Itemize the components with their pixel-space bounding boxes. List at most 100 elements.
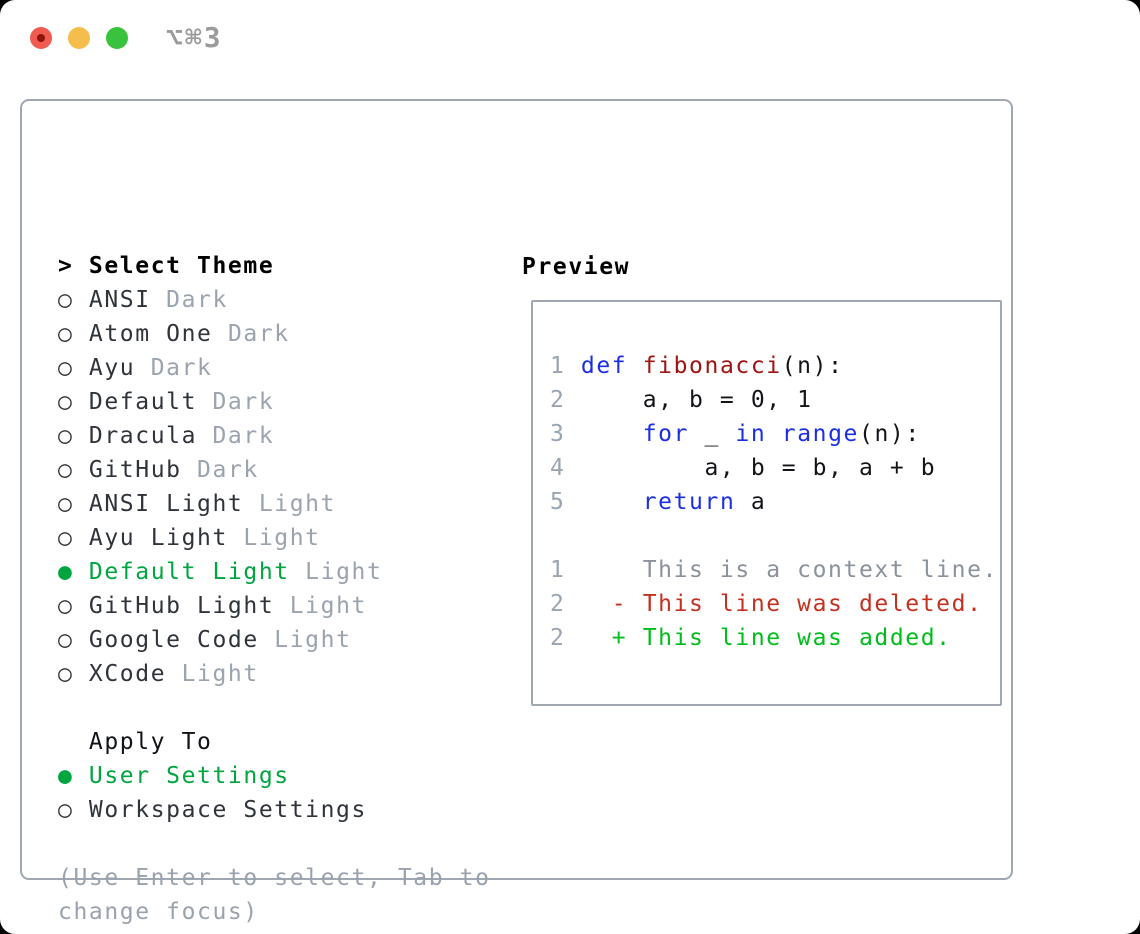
code-segment [565,353,580,379]
radio-icon: ○ [58,457,89,483]
code-segment [565,421,642,447]
radio-icon: ○ [58,321,89,347]
theme-variant: Dark [212,389,275,415]
code-line: 5 return a [550,485,1000,519]
code-segment: fibonacci [642,353,782,379]
code-line: 2 a, b = 0, 1 [550,383,1000,417]
code-segment [565,591,611,617]
theme-variant: Dark [166,287,228,313]
code-segment: - This line was deleted. [611,591,983,617]
code-segment [627,353,642,379]
line-number: 1 [550,557,566,583]
radio-icon: ○ [58,287,89,313]
radio-selected-icon: ● [58,559,89,585]
apply-option-workspace-settings[interactable]: ○ Workspace Settings [58,793,491,827]
theme-variant: Dark [150,355,213,381]
line-number: 5 [550,489,566,515]
theme-name: GitHub [88,457,198,483]
radio-icon: ○ [58,797,89,823]
code-line: 1 This is a context line. [550,553,1000,587]
line-number: 1 [550,353,566,379]
theme-option-github-light[interactable]: ○ GitHub Light Light [58,589,491,623]
theme-option-dracula[interactable]: ○ Dracula Dark [58,419,491,453]
theme-name: ANSI [88,287,167,313]
theme-name: XCode [88,661,182,687]
radio-icon: ○ [58,491,89,517]
theme-option-google-code[interactable]: ○ Google Code Light [58,623,491,657]
theme-variant: Light [305,559,383,585]
theme-name: Default Light [88,559,306,585]
prompt-icon: > [58,253,89,279]
code-segment: a, b = b, a + b [565,455,937,481]
code-segment [565,489,642,515]
code-segment: range [781,421,859,447]
radio-icon: ○ [58,661,89,687]
code-segment [766,421,781,447]
theme-option-atom-one[interactable]: ○ Atom One Dark [58,317,491,351]
theme-list-header: > Select Theme [58,249,491,283]
theme-name: Atom One [88,321,228,347]
code-line: 3 for _ in range(n): [550,417,1000,451]
apply-option-label: User Settings [88,763,290,789]
theme-variant: Light [243,525,321,551]
close-button-icon[interactable] [30,27,52,49]
theme-option-ayu-light[interactable]: ○ Ayu Light Light [58,521,491,555]
theme-option-github[interactable]: ○ GitHub Dark [58,453,491,487]
theme-variant: Dark [227,321,290,347]
code-segment: a, b = 0, 1 [565,387,813,413]
theme-name: Dracula [88,423,213,449]
theme-option-ayu[interactable]: ○ Ayu Dark [58,351,491,385]
code-line: 2 + This line was added. [550,621,1000,655]
theme-name: Ayu Light [88,525,244,551]
minimize-button-icon[interactable] [68,27,90,49]
zoom-button-icon[interactable] [106,27,128,49]
code-line [550,519,1000,553]
preview-title: Preview [522,254,631,280]
radio-icon: ○ [58,389,89,415]
code-segment: _ [689,421,736,447]
traffic-lights [30,27,128,49]
code-segment: + This line was added. [611,625,952,651]
spacer-row [58,691,491,725]
code-segment: a [735,489,767,515]
code-line: 2 - This line was deleted. [550,587,1000,621]
theme-name: Ayu [88,355,151,381]
apply-to-header: Apply To [58,725,491,759]
spacer-row [58,827,491,861]
theme-variant: Dark [197,457,259,483]
radio-icon: ○ [58,423,89,449]
hint-line-1: (Use Enter to select, Tab to [58,865,491,891]
radio-selected-icon: ● [58,763,89,789]
code-line: 1 def fibonacci(n): [550,349,1000,383]
code-segment: for [642,421,690,447]
theme-variant: Light [274,627,352,653]
apply-option-label: Workspace Settings [88,797,367,823]
apply-option-user-settings[interactable]: ● User Settings [58,759,491,793]
radio-icon: ○ [58,593,89,619]
code-segment: return [642,489,736,515]
theme-list: > Select Theme○ ANSI Dark○ Atom One Dark… [58,249,491,929]
theme-selector-panel: > Select Theme○ ANSI Dark○ Atom One Dark… [20,99,1013,925]
theme-option-xcode[interactable]: ○ XCode Light [58,657,491,691]
apply-to-title: Apply To [58,729,213,755]
theme-variant: Dark [212,423,275,449]
window-shortcut-label: ⌥⌘3 [166,21,223,54]
theme-name: GitHub Light [88,593,290,619]
radio-icon: ○ [58,355,89,381]
theme-name: Google Code [88,627,275,653]
radio-icon: ○ [58,627,89,653]
theme-variant: Light [258,491,337,517]
theme-option-default[interactable]: ○ Default Dark [58,385,491,419]
code-line: 4 a, b = b, a + b [550,451,1000,485]
line-number: 4 [550,455,566,481]
theme-option-ansi[interactable]: ○ ANSI Dark [58,283,491,317]
theme-list-title: Select Theme [88,253,275,279]
theme-option-ansi-light[interactable]: ○ ANSI Light Light [58,487,491,521]
code-segment: This is a context line. [565,557,998,583]
theme-variant: Light [289,593,367,619]
theme-option-default-light[interactable]: ● Default Light Light [58,555,491,589]
line-number: 3 [550,421,566,447]
